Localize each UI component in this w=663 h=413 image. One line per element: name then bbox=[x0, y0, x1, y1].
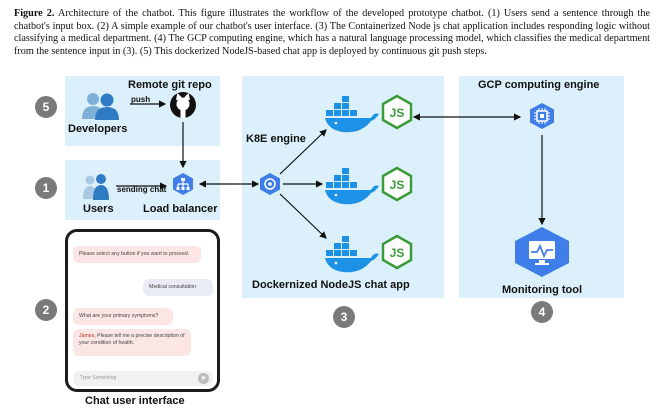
step-1-badge: 1 bbox=[35, 177, 57, 199]
chat-message-bot: James, Please tell me a precise descript… bbox=[73, 329, 191, 356]
chat-message-bot: What are your primary symptoms? bbox=[73, 308, 173, 325]
step-5-badge: 5 bbox=[35, 96, 57, 118]
developers-label: Developers bbox=[68, 123, 128, 135]
chat-input[interactable]: Type Something ➤ bbox=[73, 371, 213, 386]
users-icon bbox=[83, 174, 109, 200]
k8e-engine-icon bbox=[260, 173, 280, 195]
docker-node-container-3: JS bbox=[325, 234, 413, 273]
monitoring-tool-label: Monitoring tool bbox=[502, 284, 583, 296]
step-3-badge: 3 bbox=[333, 306, 355, 328]
svg-text:JS: JS bbox=[390, 106, 405, 120]
k8e-engine-label: K8E engine bbox=[246, 133, 306, 145]
dockerized-app-label: Dockernized NodeJS chat app bbox=[252, 279, 410, 291]
sending-chat-label: sending chat bbox=[117, 185, 167, 194]
gcp-engine-label: GCP computing engine bbox=[478, 79, 600, 91]
k8e-to-container3-arrow bbox=[279, 193, 327, 239]
svg-text:JS: JS bbox=[390, 178, 405, 192]
chat-message-text: , Please tell me a precise description o… bbox=[79, 333, 185, 346]
chat-message-user: Medical consultation bbox=[143, 279, 213, 296]
monitoring-tool-icon bbox=[515, 227, 569, 277]
step-4-badge: 4 bbox=[531, 301, 553, 323]
chat-message-bot: Please select any button if you want to … bbox=[73, 246, 201, 263]
caption-text: Architecture of the chatbot. This figure… bbox=[14, 8, 651, 57]
send-icon[interactable]: ➤ bbox=[198, 373, 209, 384]
github-icon bbox=[170, 92, 196, 118]
load-balancer-label: Load balancer bbox=[143, 203, 218, 215]
step-2-badge: 2 bbox=[35, 299, 57, 321]
push-label: push bbox=[131, 95, 151, 104]
k8e-to-container1-arrow bbox=[279, 129, 327, 175]
chat-user-name: James bbox=[79, 333, 95, 339]
load-balancer-icon bbox=[173, 173, 193, 195]
chat-phone-frame: Please select any button if you want to … bbox=[65, 229, 220, 392]
figure-label: Figure 2. bbox=[14, 8, 55, 19]
svg-text:JS: JS bbox=[390, 246, 405, 260]
docker-node-container-2: JS bbox=[325, 166, 413, 205]
chat-ui-label: Chat user interface bbox=[85, 395, 185, 407]
users-label: Users bbox=[83, 203, 114, 215]
chat-input-placeholder: Type Something bbox=[80, 375, 117, 381]
remote-git-repo-label: Remote git repo bbox=[128, 79, 212, 91]
developers-icon bbox=[82, 93, 119, 120]
gcp-engine-icon bbox=[530, 103, 554, 129]
docker-node-container-1: JS bbox=[325, 94, 413, 133]
figure-caption: Figure 2. Architecture of the chatbot. T… bbox=[14, 8, 650, 58]
